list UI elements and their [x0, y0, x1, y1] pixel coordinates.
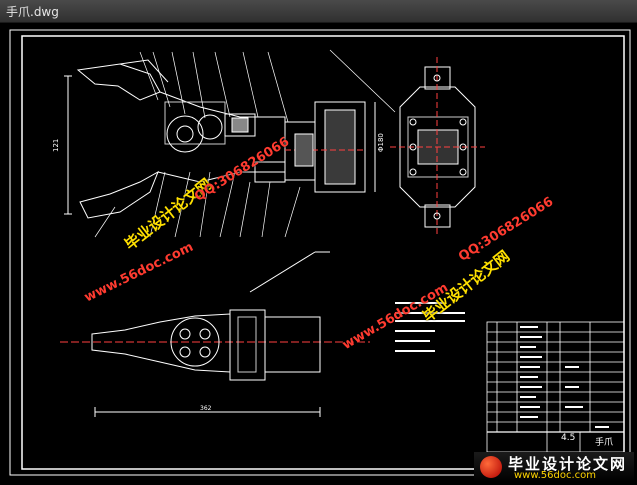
sheet-inner-border	[21, 35, 625, 470]
window-titlebar: 手爪.dwg	[0, 0, 637, 23]
svg-text:Φ180: Φ180	[377, 133, 385, 152]
leader-lines-bottom	[94, 171, 301, 238]
technical-requirements	[395, 302, 465, 352]
title-block	[486, 321, 625, 473]
window-title: 手爪.dwg	[6, 5, 59, 19]
end-view	[390, 57, 485, 237]
title-block-scale: 4.5	[561, 433, 576, 443]
drawing-canvas[interactable]: 121 Φ180	[0, 22, 637, 485]
brand-logo-icon	[480, 456, 502, 478]
front-view: 121 Φ180	[52, 59, 385, 219]
svg-text:121: 121	[52, 139, 60, 152]
sheet-outer-border	[9, 29, 631, 476]
svg-text:362: 362	[200, 405, 212, 412]
brand-url: www.56doc.com	[514, 470, 597, 481]
leader-lines-top	[139, 49, 396, 123]
brand-name: 毕业设计论文网	[508, 455, 628, 473]
title-block-text-marks	[520, 326, 609, 428]
title-block-name: 手爪	[595, 438, 614, 448]
cad-drawing: 121 Φ180	[9, 29, 631, 476]
brand-logo: 毕业设计论文网 www.56doc.com	[474, 452, 634, 482]
plan-view: 362	[60, 251, 370, 417]
